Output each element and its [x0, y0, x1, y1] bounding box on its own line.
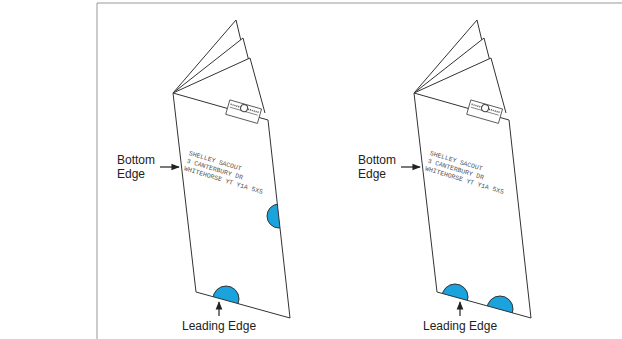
edge-label: Leading Edge	[423, 319, 497, 333]
edge-label: Bottom Edge	[358, 153, 402, 181]
booklet	[414, 20, 531, 322]
edge-label: Leading Edge	[182, 319, 256, 333]
edge-label: Bottom Edge	[117, 153, 161, 181]
cell-border	[97, 3, 622, 339]
postage-indicia	[226, 100, 262, 124]
leader-arrow	[459, 302, 460, 316]
blue-tab	[213, 286, 239, 312]
booklet	[173, 20, 291, 318]
leader-arrow	[401, 166, 420, 167]
postage-indicia	[467, 100, 503, 124]
leader-arrow	[160, 166, 179, 167]
leader-arrow	[218, 302, 219, 316]
